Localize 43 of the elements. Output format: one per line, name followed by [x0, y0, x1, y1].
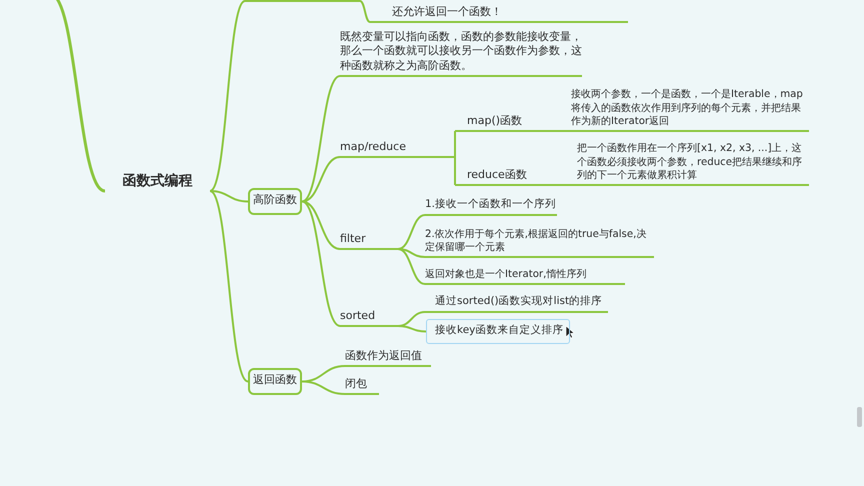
central-topic-label: 函数式编程 — [122, 172, 192, 191]
branch-line — [302, 75, 340, 202]
branch-topic — [425, 292, 608, 313]
topic-label: 把一个函数作用在一个序列[x1, x2, x3, ...]上，这个函数必须接收两个参数，reduce把结果继续和序列的下一个元素做累积计算 — [577, 142, 804, 183]
branch-line — [540, 184, 567, 186]
selected-topic — [426, 319, 570, 344]
topic-label: 2.依次作用于每个元素,根据返回的true与false,决定保留哪一个元素 — [425, 228, 648, 255]
topic-label: map/reduce — [340, 140, 406, 155]
branch-line — [454, 131, 456, 157]
topic-label: 闭包 — [345, 376, 367, 392]
topic-box — [248, 188, 302, 215]
branch-topic — [425, 195, 557, 216]
topic-label: 还允许返回一个函数！ — [392, 4, 502, 20]
branch-line — [398, 248, 426, 258]
topic-label: 返回对象也是一个Iterator,惰性序列 — [425, 268, 586, 282]
topic-label: filter — [340, 232, 366, 247]
topic-label: 函数作为返回值 — [345, 348, 422, 364]
topic-label: 既然变量可以指向函数，函数的参数能接收变量，那么一个函数就可以接收另一个函数作为参数，这种函数就称之为高阶函数。 — [340, 30, 582, 74]
branch-line — [454, 157, 456, 185]
topic-label: reduce函数 — [467, 168, 527, 183]
topic-box — [248, 368, 302, 395]
topic-label: 1.接收一个函数和一个序列 — [425, 198, 556, 212]
branch-line — [302, 380, 346, 395]
branch-line — [540, 130, 567, 132]
branch-line — [398, 325, 426, 332]
topic-label: map()函数 — [467, 114, 522, 129]
topic-label: 高阶函数 — [253, 193, 297, 208]
topic-label: 返回函数 — [253, 373, 297, 388]
topic-label: 接收key函数来自定义排序 — [435, 324, 564, 338]
branch-line — [209, 0, 246, 192]
branch-line — [210, 190, 248, 202]
branch-line — [302, 156, 340, 202]
branch-line — [398, 214, 426, 250]
branch-line — [302, 200, 340, 327]
branch-line — [209, 190, 249, 382]
branch-topic — [340, 139, 455, 158]
branch-line — [398, 311, 426, 327]
branch-line — [360, 0, 370, 23]
topic-label: 接收两个参数，一个是函数，一个是Iterable，map将传入的函数依次作用到序列的每个元素，并把结果作为新的Iterator返回 — [571, 88, 804, 129]
topic-label: sorted — [340, 308, 376, 324]
branch-line — [398, 248, 426, 285]
topic-label: 通过sorted()函数实现对list的排序 — [435, 295, 602, 310]
branch-line — [302, 200, 340, 250]
